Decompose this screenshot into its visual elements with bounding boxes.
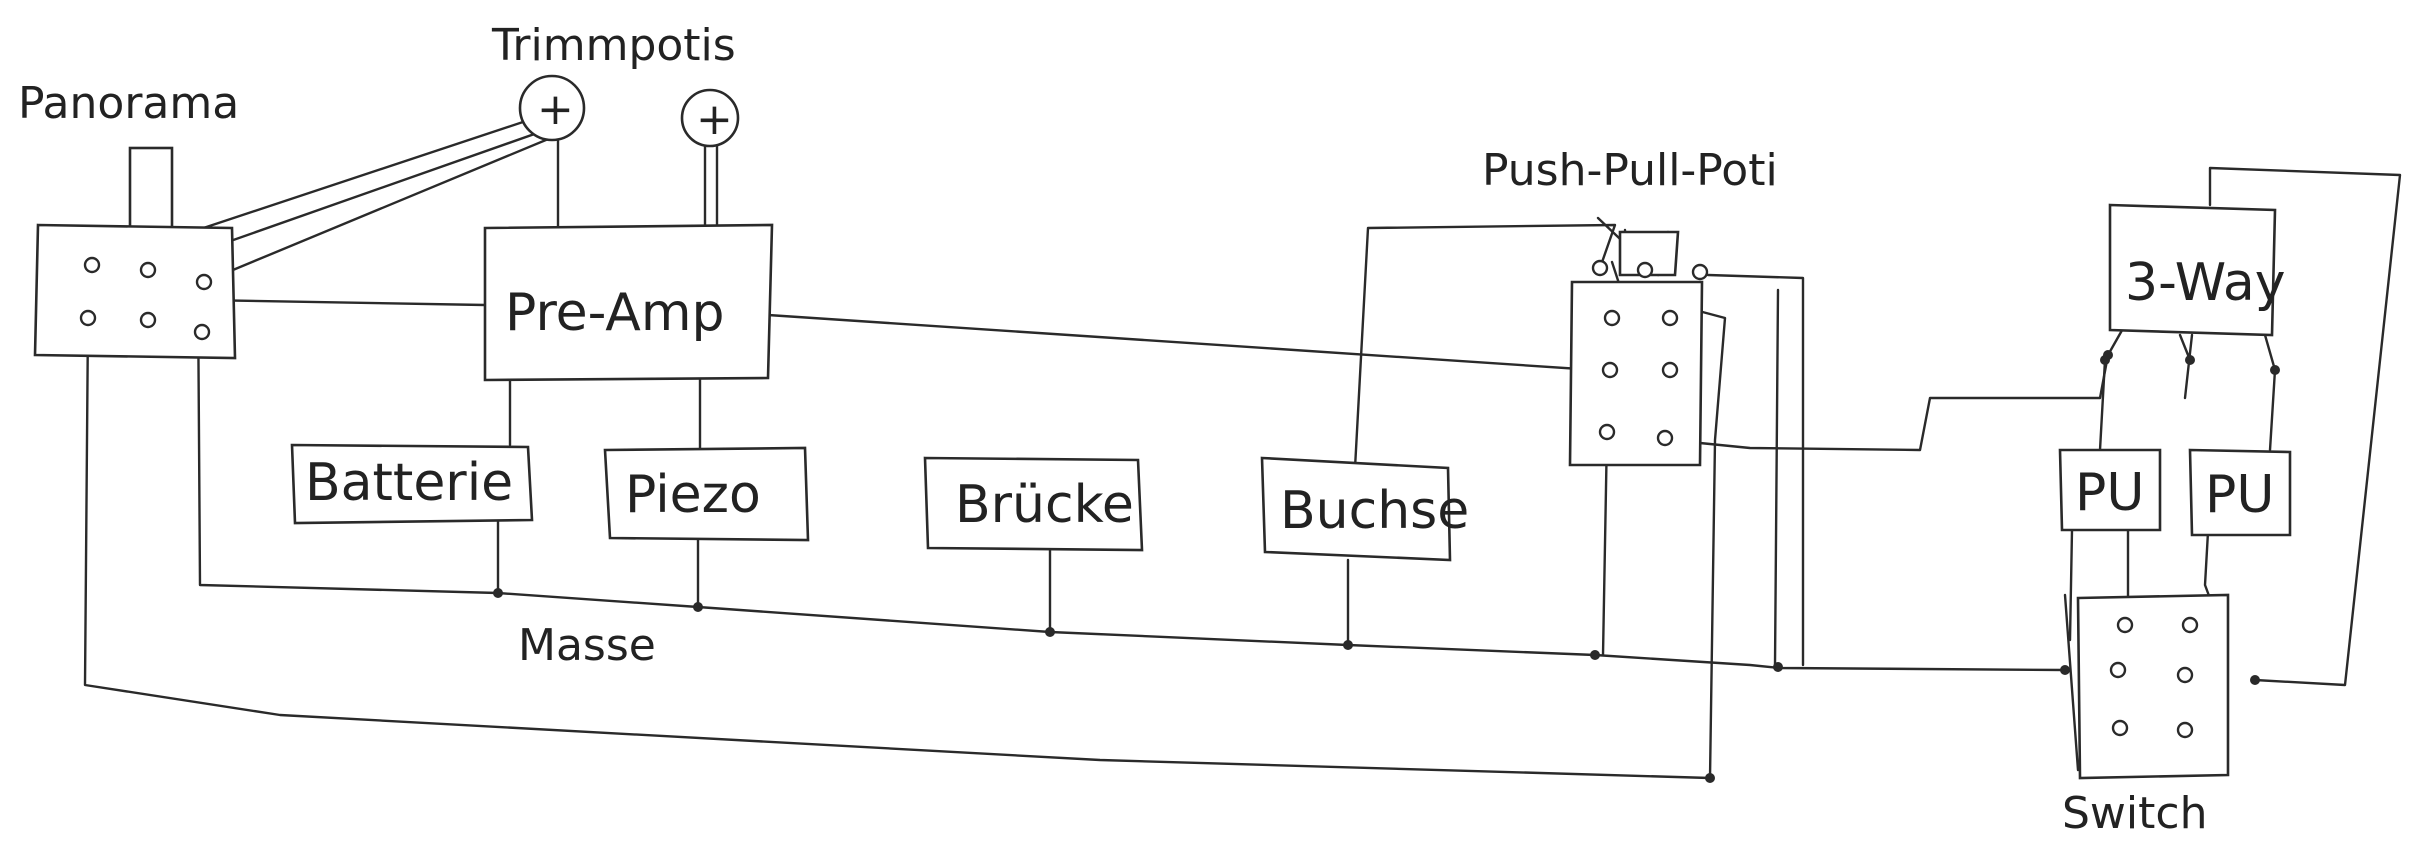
preamp-box (483, 223, 774, 382)
push-pull-poti (1568, 230, 1709, 467)
wire-panorama-trimmpoti-c (202, 128, 572, 284)
wire-3way-right-leg (2263, 333, 2277, 452)
wire-pushpull-3way (1668, 353, 2110, 452)
batterie-box (290, 443, 534, 525)
trimmpoti-1 (518, 74, 586, 142)
wire-switch-outer (2063, 593, 2080, 772)
panorama-knob (128, 146, 174, 230)
buchse-label: Buchse (1280, 481, 1469, 541)
three-way-label: 3-Way (2125, 253, 2285, 313)
wire-buchse-pushpull (1353, 223, 1617, 470)
buchse-box (1260, 456, 1452, 562)
wire-3way-left-leg (2098, 323, 2127, 452)
junctions (493, 350, 2280, 783)
switch-component (2076, 593, 2230, 780)
panorama-component (33, 223, 237, 360)
batterie-label: Batterie (305, 453, 513, 513)
wire-preamp-pushpull (766, 313, 1597, 372)
trimmpoti-1-symbol: + (537, 84, 574, 135)
wire-pushpull-ground (1601, 430, 1609, 657)
pu2-label: PU (2205, 465, 2274, 525)
bruecke-label: Brücke (955, 475, 1134, 535)
bruecke-box (923, 456, 1144, 552)
preamp-label: Pre-Amp (505, 283, 725, 343)
trimmpoti-2 (680, 88, 740, 148)
wire-panorama-preamp (200, 298, 487, 307)
switch-label: Switch (2062, 788, 2207, 839)
three-way-box (2108, 203, 2277, 337)
pu2-box (2188, 448, 2292, 537)
wire-panorama-bottom-loop (83, 308, 1727, 780)
pu1-box (2058, 448, 2162, 532)
push-pull-label: Push-Pull-Poti (1482, 145, 1778, 196)
masse-label: Masse (518, 620, 656, 671)
wire-pushpull-right-b (1773, 288, 1780, 667)
piezo-box (603, 446, 810, 542)
trimmpoti-2-symbol: + (696, 94, 733, 145)
panorama-label: Panorama (18, 78, 239, 129)
pu1-label: PU (2075, 463, 2144, 523)
wire-masse-bus (196, 288, 2067, 672)
wire-3way-mid-leg (2178, 333, 2194, 400)
piezo-label: Piezo (625, 465, 761, 525)
trimmpotis-label: Trimmpotis (491, 20, 736, 71)
wire-3way-top-loop (2208, 166, 2402, 687)
